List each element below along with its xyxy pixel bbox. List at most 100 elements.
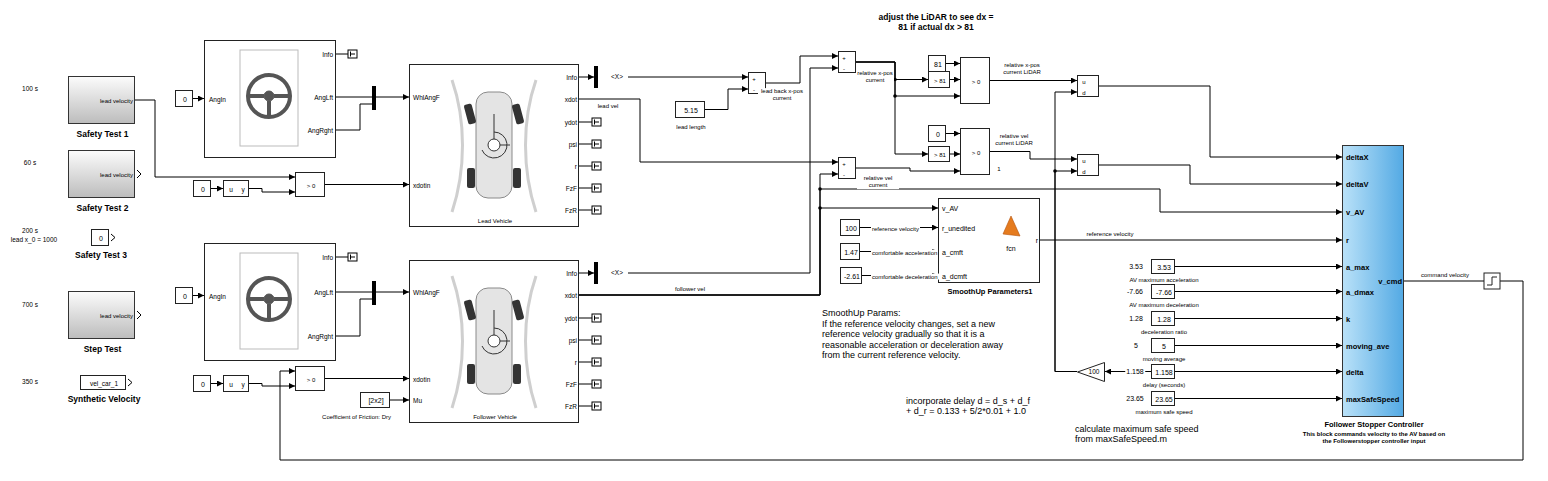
block-text: Mu: [413, 397, 422, 404]
terminator-block: [592, 358, 601, 366]
gain-outline: [1078, 362, 1105, 381]
terminator-block: [351, 255, 356, 260]
signal-line: [990, 152, 1077, 160]
block-name: deceleration ratio: [1141, 328, 1187, 335]
block-text: 23.65: [1155, 395, 1173, 403]
block-text: 0: [99, 234, 103, 242]
block-text: y: [241, 186, 244, 193]
block-text: lead velocity: [100, 313, 133, 320]
block-text: 100: [845, 224, 857, 232]
compare-block: > 81: [928, 71, 950, 88]
signal-label: relative vel current LiDAR: [990, 133, 1038, 147]
block-text: > 0: [307, 376, 316, 383]
block-text: <X>: [611, 269, 623, 276]
block-name: moving average: [1143, 355, 1186, 362]
block-text: u: [1082, 78, 1085, 85]
gain-block: 100: [1077, 362, 1105, 382]
sum-block: +-: [838, 157, 856, 179]
signal-label: reference velocity: [1085, 231, 1134, 238]
block-name: delay (seconds): [1143, 381, 1185, 388]
signal-line: [1099, 86, 1342, 157]
block-name: Coefficient of Friction: Dry: [322, 414, 391, 421]
block-text: > 81: [934, 77, 946, 84]
terminator-block: [579, 144, 592, 145]
signal-label: lead vel: [597, 103, 620, 110]
constant-block: 5moving average: [1151, 338, 1175, 353]
matlab-icon: [1003, 216, 1020, 236]
block-text: > 0: [307, 182, 316, 189]
signal-label: relative x-pos current: [856, 70, 894, 84]
sum-block: +-: [838, 51, 856, 73]
signal-line: [579, 208, 938, 295]
signal-line: [336, 97, 409, 98]
block-name: AV maximum acceleration: [1129, 276, 1198, 283]
signal-wire: [336, 104, 372, 130]
vehicle-illustration: [467, 168, 475, 188]
block-text: 1.47: [844, 248, 858, 256]
block-text: k: [1346, 315, 1350, 324]
block-text: > 0: [972, 78, 981, 85]
display-value: 3.53: [1129, 262, 1143, 270]
vehicle-illustration: [476, 288, 512, 394]
block-text: comfortable deceleration: [871, 273, 939, 280]
terminator-block: [595, 142, 600, 147]
block-name: Safety Test 1: [77, 130, 129, 140]
constant-block: 1.158delay (seconds): [1151, 364, 1175, 379]
display-value: 1.28: [1129, 314, 1143, 322]
terminator-block: [592, 206, 601, 214]
vehicle-illustration: [464, 103, 477, 124]
signal-line: [1055, 92, 1077, 372]
constant-block: 5.15lead length: [675, 101, 705, 118]
terminator-block: [595, 186, 600, 191]
signal-label: follower vel: [674, 286, 706, 293]
block-text: lead velocity: [100, 98, 133, 105]
port-number: 1: [997, 166, 1000, 173]
block-text: lead velocity: [100, 172, 133, 179]
signal-line: [766, 56, 838, 83]
note-text: adjust the LiDAR to see dx = 81 if actua…: [874, 13, 999, 33]
block-text: v_cmd: [1378, 278, 1402, 287]
block-text: vel_car_1: [90, 380, 118, 387]
signal-line: [193, 295, 204, 296]
constant-block: -2.61comfortable deceleration: [840, 267, 862, 284]
block-text: Info: [566, 74, 577, 81]
terminator-block: [579, 188, 592, 189]
block-text: y: [241, 381, 244, 388]
terminator-block: [592, 380, 601, 388]
block-text: Follower Vehicle: [473, 414, 517, 421]
display-value: 23.65: [1126, 394, 1144, 402]
signal-line: [1175, 398, 1342, 399]
block-text: v_AV: [1346, 209, 1364, 218]
block-text: d: [1082, 168, 1085, 175]
block-text: > 0: [972, 149, 981, 156]
block-text: AngLft: [314, 94, 333, 101]
terminator-block: [595, 338, 600, 343]
time-annotation: 700 s: [22, 301, 38, 308]
signal-wire: [336, 299, 372, 336]
terminator-block: [595, 120, 600, 125]
branch-point: [1053, 169, 1057, 173]
constant-block: 0: [193, 375, 211, 392]
vehicle-illustration: [482, 310, 510, 354]
terminator-block: [595, 316, 600, 321]
steering-wheel-icon: [264, 294, 274, 304]
constant-block: 0: [175, 287, 193, 304]
block-text: 5: [1162, 342, 1166, 350]
signal-line: [1175, 291, 1342, 292]
signal-line: [579, 189, 1342, 295]
terminator-block: [579, 122, 592, 123]
vehicle-subsystem: WhlAngFxdotinInfoxdotydotpsirFzFFzRLead …: [409, 64, 579, 227]
block-text: Lead Vehicle: [478, 218, 512, 225]
constant-block: 3.53AV maximum acceleration: [1151, 259, 1175, 274]
signal-line: [579, 99, 838, 162]
mux-block: [372, 86, 376, 110]
signal-subsystem: lead velocitySafety Test 1: [68, 76, 135, 124]
block-text: 0: [201, 185, 205, 193]
block-text: a_dmax: [1346, 288, 1374, 297]
terminator-block: [592, 140, 601, 148]
steering-subsystem: AngInInfoAngLftAngRght: [204, 40, 336, 158]
constant-block: 1.28deceleration ratio: [1151, 311, 1175, 326]
block-text: a_max: [1346, 263, 1369, 272]
